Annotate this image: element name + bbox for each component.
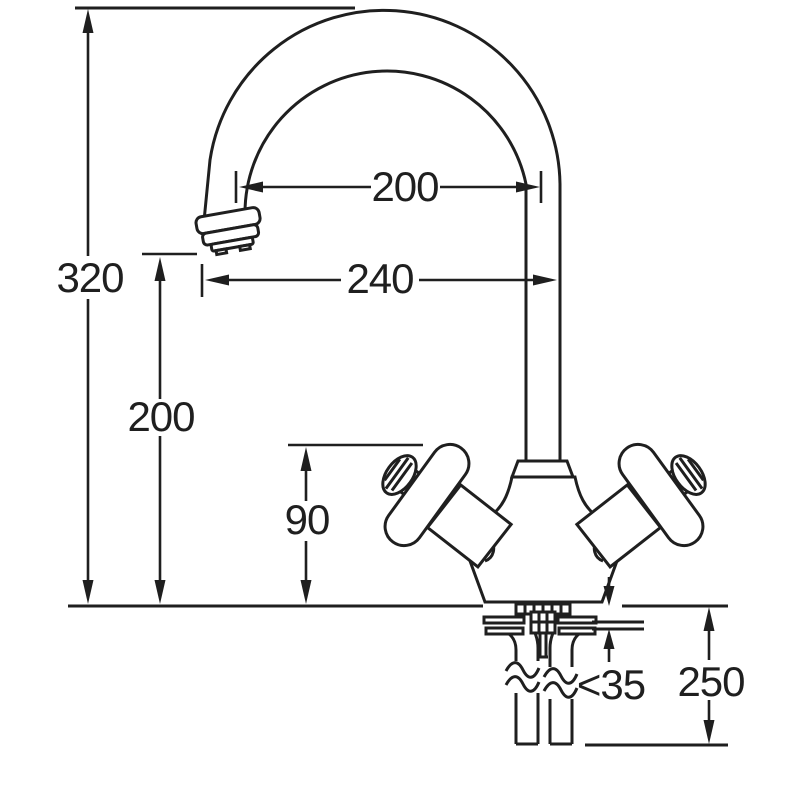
tap-body	[464, 475, 623, 604]
dim-reach-overall-label: 240	[346, 255, 413, 302]
spout-nozzle	[194, 206, 262, 257]
right-tail-break-mark	[542, 667, 579, 699]
dim-reach-to-centre: 200	[234, 163, 543, 210]
gooseneck-outline	[202, 8, 562, 463]
body-collar	[509, 459, 576, 479]
left-cross-handle[interactable]	[355, 420, 477, 553]
dim-reach-to-centre-label: 200	[371, 163, 438, 210]
right-handle-cap	[670, 454, 707, 496]
right-cross-handle[interactable]	[612, 420, 734, 553]
supply-tails	[504, 632, 580, 746]
dim-body-height: 90	[285, 443, 423, 604]
washer-right-2	[557, 626, 597, 636]
aerator-foot-left	[214, 247, 229, 257]
spout-gooseneck	[202, 8, 562, 463]
dim-body-height-label: 90	[285, 496, 330, 543]
left-tail-break-mark	[504, 661, 541, 693]
left-handle-cap	[381, 454, 418, 496]
aerator-face	[209, 235, 255, 253]
dim-overall-height: 320	[56, 9, 125, 604]
dim-outlet-height: 200	[127, 252, 197, 604]
dim-worktop-thickness-label: <35	[577, 661, 645, 708]
washer-left-1	[482, 615, 526, 625]
left-handle-lobes	[383, 442, 471, 548]
threaded-stud	[538, 633, 548, 659]
dim-tails-length: 250	[677, 607, 746, 744]
worktop-lines	[68, 604, 728, 747]
left-tail	[508, 632, 540, 746]
dim-overall-height-label: 320	[56, 254, 123, 301]
dim-reach-overall: 240	[200, 255, 557, 302]
mounting-hardware	[482, 602, 598, 659]
dim-worktop-thickness: <35	[577, 577, 646, 708]
left-handle-cap-ridges	[383, 456, 414, 492]
right-tail	[548, 632, 580, 746]
washer-right-1	[556, 615, 598, 625]
dim-outlet-height-label: 200	[127, 393, 194, 440]
aerator-foot-right	[237, 242, 252, 253]
right-handle-cap-ridges	[674, 456, 705, 492]
right-handle-lobes	[617, 442, 705, 548]
washer-left-2	[484, 626, 525, 636]
dim-tails-length-label: 250	[677, 658, 744, 705]
